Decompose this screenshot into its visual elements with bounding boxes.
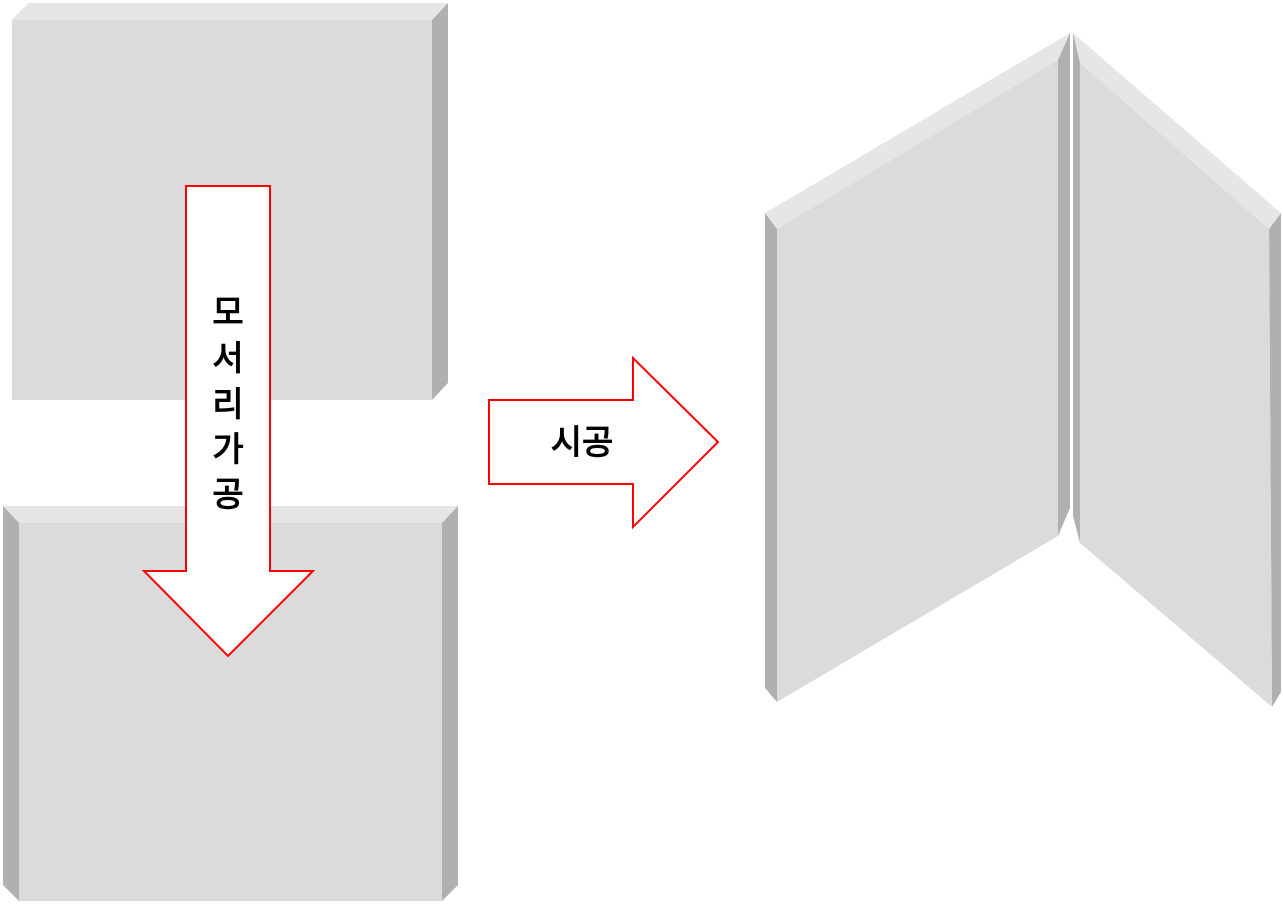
corner-processing-char: 리 (212, 385, 243, 425)
folded-left-outer-bevel (765, 213, 777, 702)
folded-right-face (1080, 63, 1272, 707)
bottom-flat-panel-left-bevel (3, 506, 19, 901)
folded-right-inner-bevel (1073, 33, 1080, 543)
corner-processing-char: 모 (212, 293, 243, 333)
folded-left-face (777, 60, 1058, 702)
corner-processing-char: 가 (212, 430, 243, 470)
folded-right-top-bevel (1073, 33, 1281, 229)
installation-label: 시공 (551, 423, 614, 463)
corner-processing-char: 공 (212, 475, 243, 515)
folded-left-top-bevel (765, 33, 1070, 229)
right-arrow (488, 355, 720, 530)
top-flat-panel-right-bevel (432, 3, 448, 400)
folded-corner-panel (765, 33, 1281, 707)
folded-left-inner-bevel (1058, 33, 1070, 536)
folded-right-outer-bevel (1269, 213, 1281, 707)
bottom-flat-panel-right-bevel (442, 506, 458, 901)
corner-processing-char: 서 (212, 339, 243, 379)
corner-processing-label: 모 서 리 가 공 (212, 293, 243, 515)
top-flat-panel-top-bevel (12, 3, 448, 20)
down-arrow (141, 185, 316, 658)
